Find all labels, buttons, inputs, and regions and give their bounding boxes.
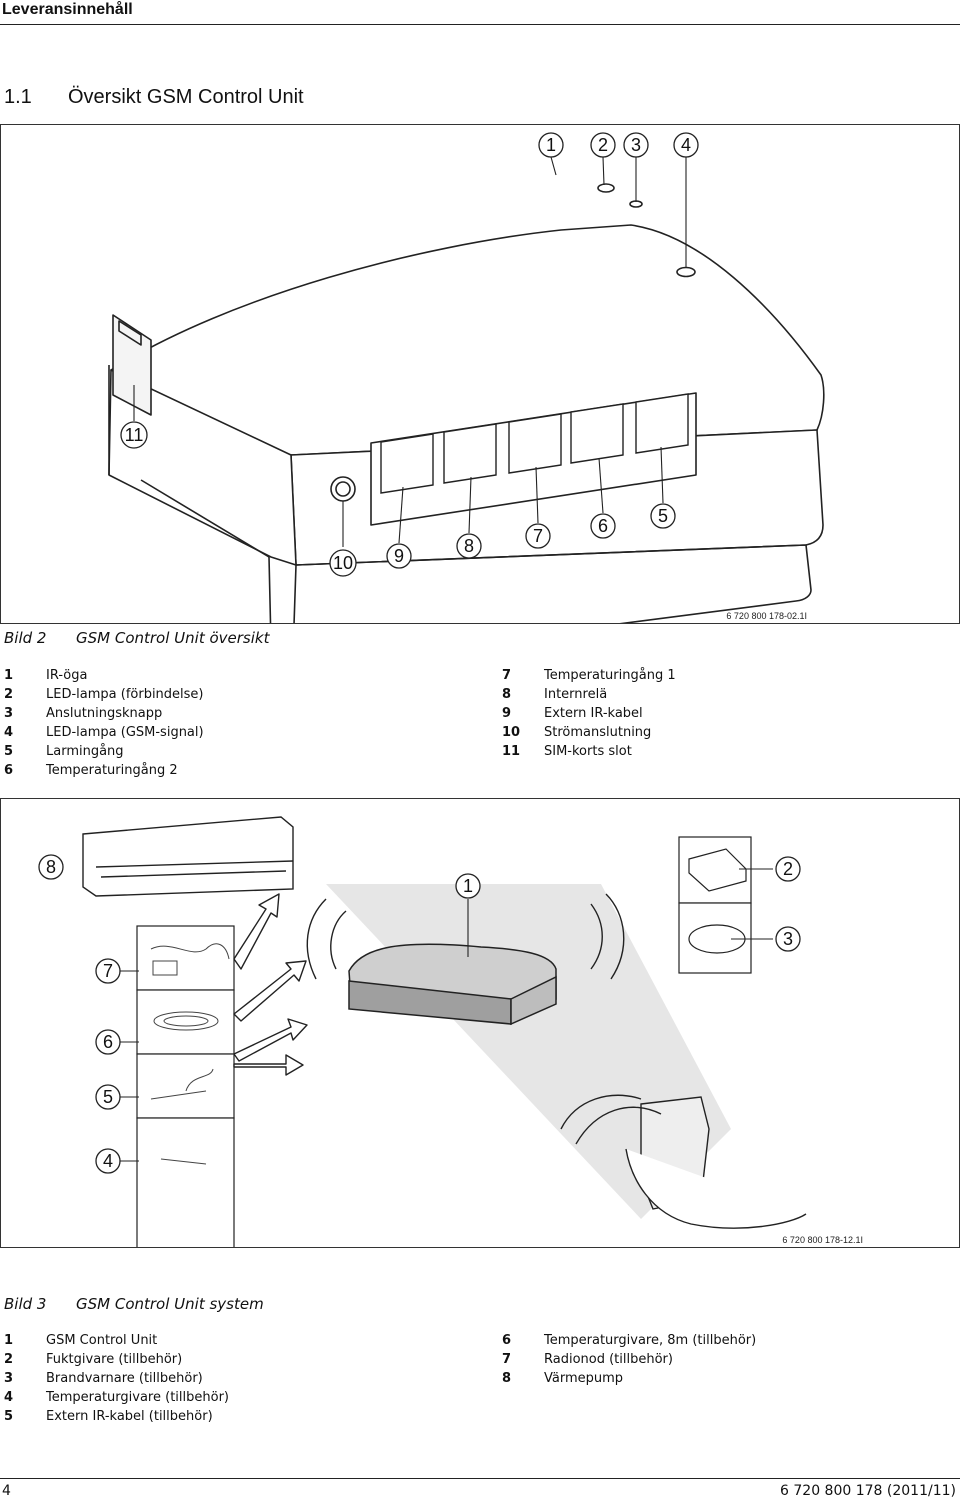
callout-4: 4: [673, 132, 699, 158]
svg-text:1: 1: [463, 876, 473, 896]
svg-text:4: 4: [681, 135, 691, 155]
figure1-caption: Bild 2 GSM Control Unit översikt: [4, 629, 269, 647]
callout-2: 2: [590, 132, 616, 158]
document-number: 6 720 800 178 (2011/11): [780, 1483, 956, 1499]
callout-1: 1: [538, 132, 564, 158]
svg-text:6: 6: [103, 1032, 113, 1052]
figure2-caption-text: GSM Control Unit system: [76, 1295, 264, 1313]
header-divider: [0, 24, 960, 25]
section-title: 1.1 Översikt GSM Control Unit: [4, 86, 304, 109]
callout-8: 8: [38, 854, 64, 880]
svg-text:1: 1: [546, 135, 556, 155]
figure2-caption: Bild 3 GSM Control Unit system: [4, 1295, 264, 1313]
callout-9: 9: [386, 543, 412, 569]
svg-text:5: 5: [658, 506, 668, 526]
figure-system-overview: 1 2 3 4 5 6 7 8 6 720 800 178-12.1I: [0, 798, 960, 1248]
callout-2: 2: [775, 856, 801, 882]
svg-text:10: 10: [333, 553, 353, 573]
callout-3: 3: [623, 132, 649, 158]
system-illustration: 1 2 3 4 5 6 7 8: [38, 816, 807, 1247]
figure2-code: 6 720 800 178-12.1I: [782, 1235, 863, 1245]
callout-6: 6: [590, 513, 616, 539]
page-number: 4: [2, 1483, 11, 1499]
figure1-caption-label: Bild 2: [4, 629, 47, 647]
svg-text:11: 11: [125, 425, 144, 445]
header-title: Leveransinnehåll: [2, 1, 133, 18]
callout-4: 4: [95, 1148, 121, 1174]
figure2-caption-label: Bild 3: [4, 1295, 47, 1313]
figure1-caption-text: GSM Control Unit översikt: [76, 629, 270, 647]
svg-text:3: 3: [783, 929, 793, 949]
figure1-code: 6 720 800 178-02.1I: [726, 611, 807, 621]
callout-7: 7: [95, 958, 121, 984]
svg-text:3: 3: [631, 135, 641, 155]
svg-text:8: 8: [464, 536, 474, 556]
callout-3: 3: [775, 926, 801, 952]
svg-text:6: 6: [598, 516, 608, 536]
callout-8: 8: [456, 533, 482, 559]
section-number: 1.1: [4, 86, 32, 108]
svg-text:2: 2: [783, 859, 793, 879]
svg-text:4: 4: [103, 1151, 113, 1171]
footer-divider: [0, 1478, 960, 1479]
figure-device-overview: 1 2 3 4 5 6 7 8 9 10 11 6 720 800 178-02…: [0, 124, 960, 624]
callout-11: 11: [120, 421, 148, 449]
page-header: Leveransinnehåll: [0, 0, 960, 24]
device-illustration: 1 2 3 4 5 6 7 8 9 10 11: [108, 132, 825, 623]
section-title-text: Översikt GSM Control Unit: [68, 86, 304, 108]
svg-text:5: 5: [103, 1087, 113, 1107]
callout-7: 7: [525, 523, 551, 549]
callout-6: 6: [95, 1029, 121, 1055]
svg-text:2: 2: [598, 135, 608, 155]
svg-text:7: 7: [103, 961, 113, 981]
callout-1: 1: [455, 873, 481, 899]
callout-5: 5: [650, 503, 676, 529]
callout-5: 5: [95, 1084, 121, 1110]
callout-10: 10: [329, 549, 357, 577]
svg-text:8: 8: [46, 857, 56, 877]
svg-text:7: 7: [533, 526, 543, 546]
svg-text:9: 9: [394, 546, 404, 566]
